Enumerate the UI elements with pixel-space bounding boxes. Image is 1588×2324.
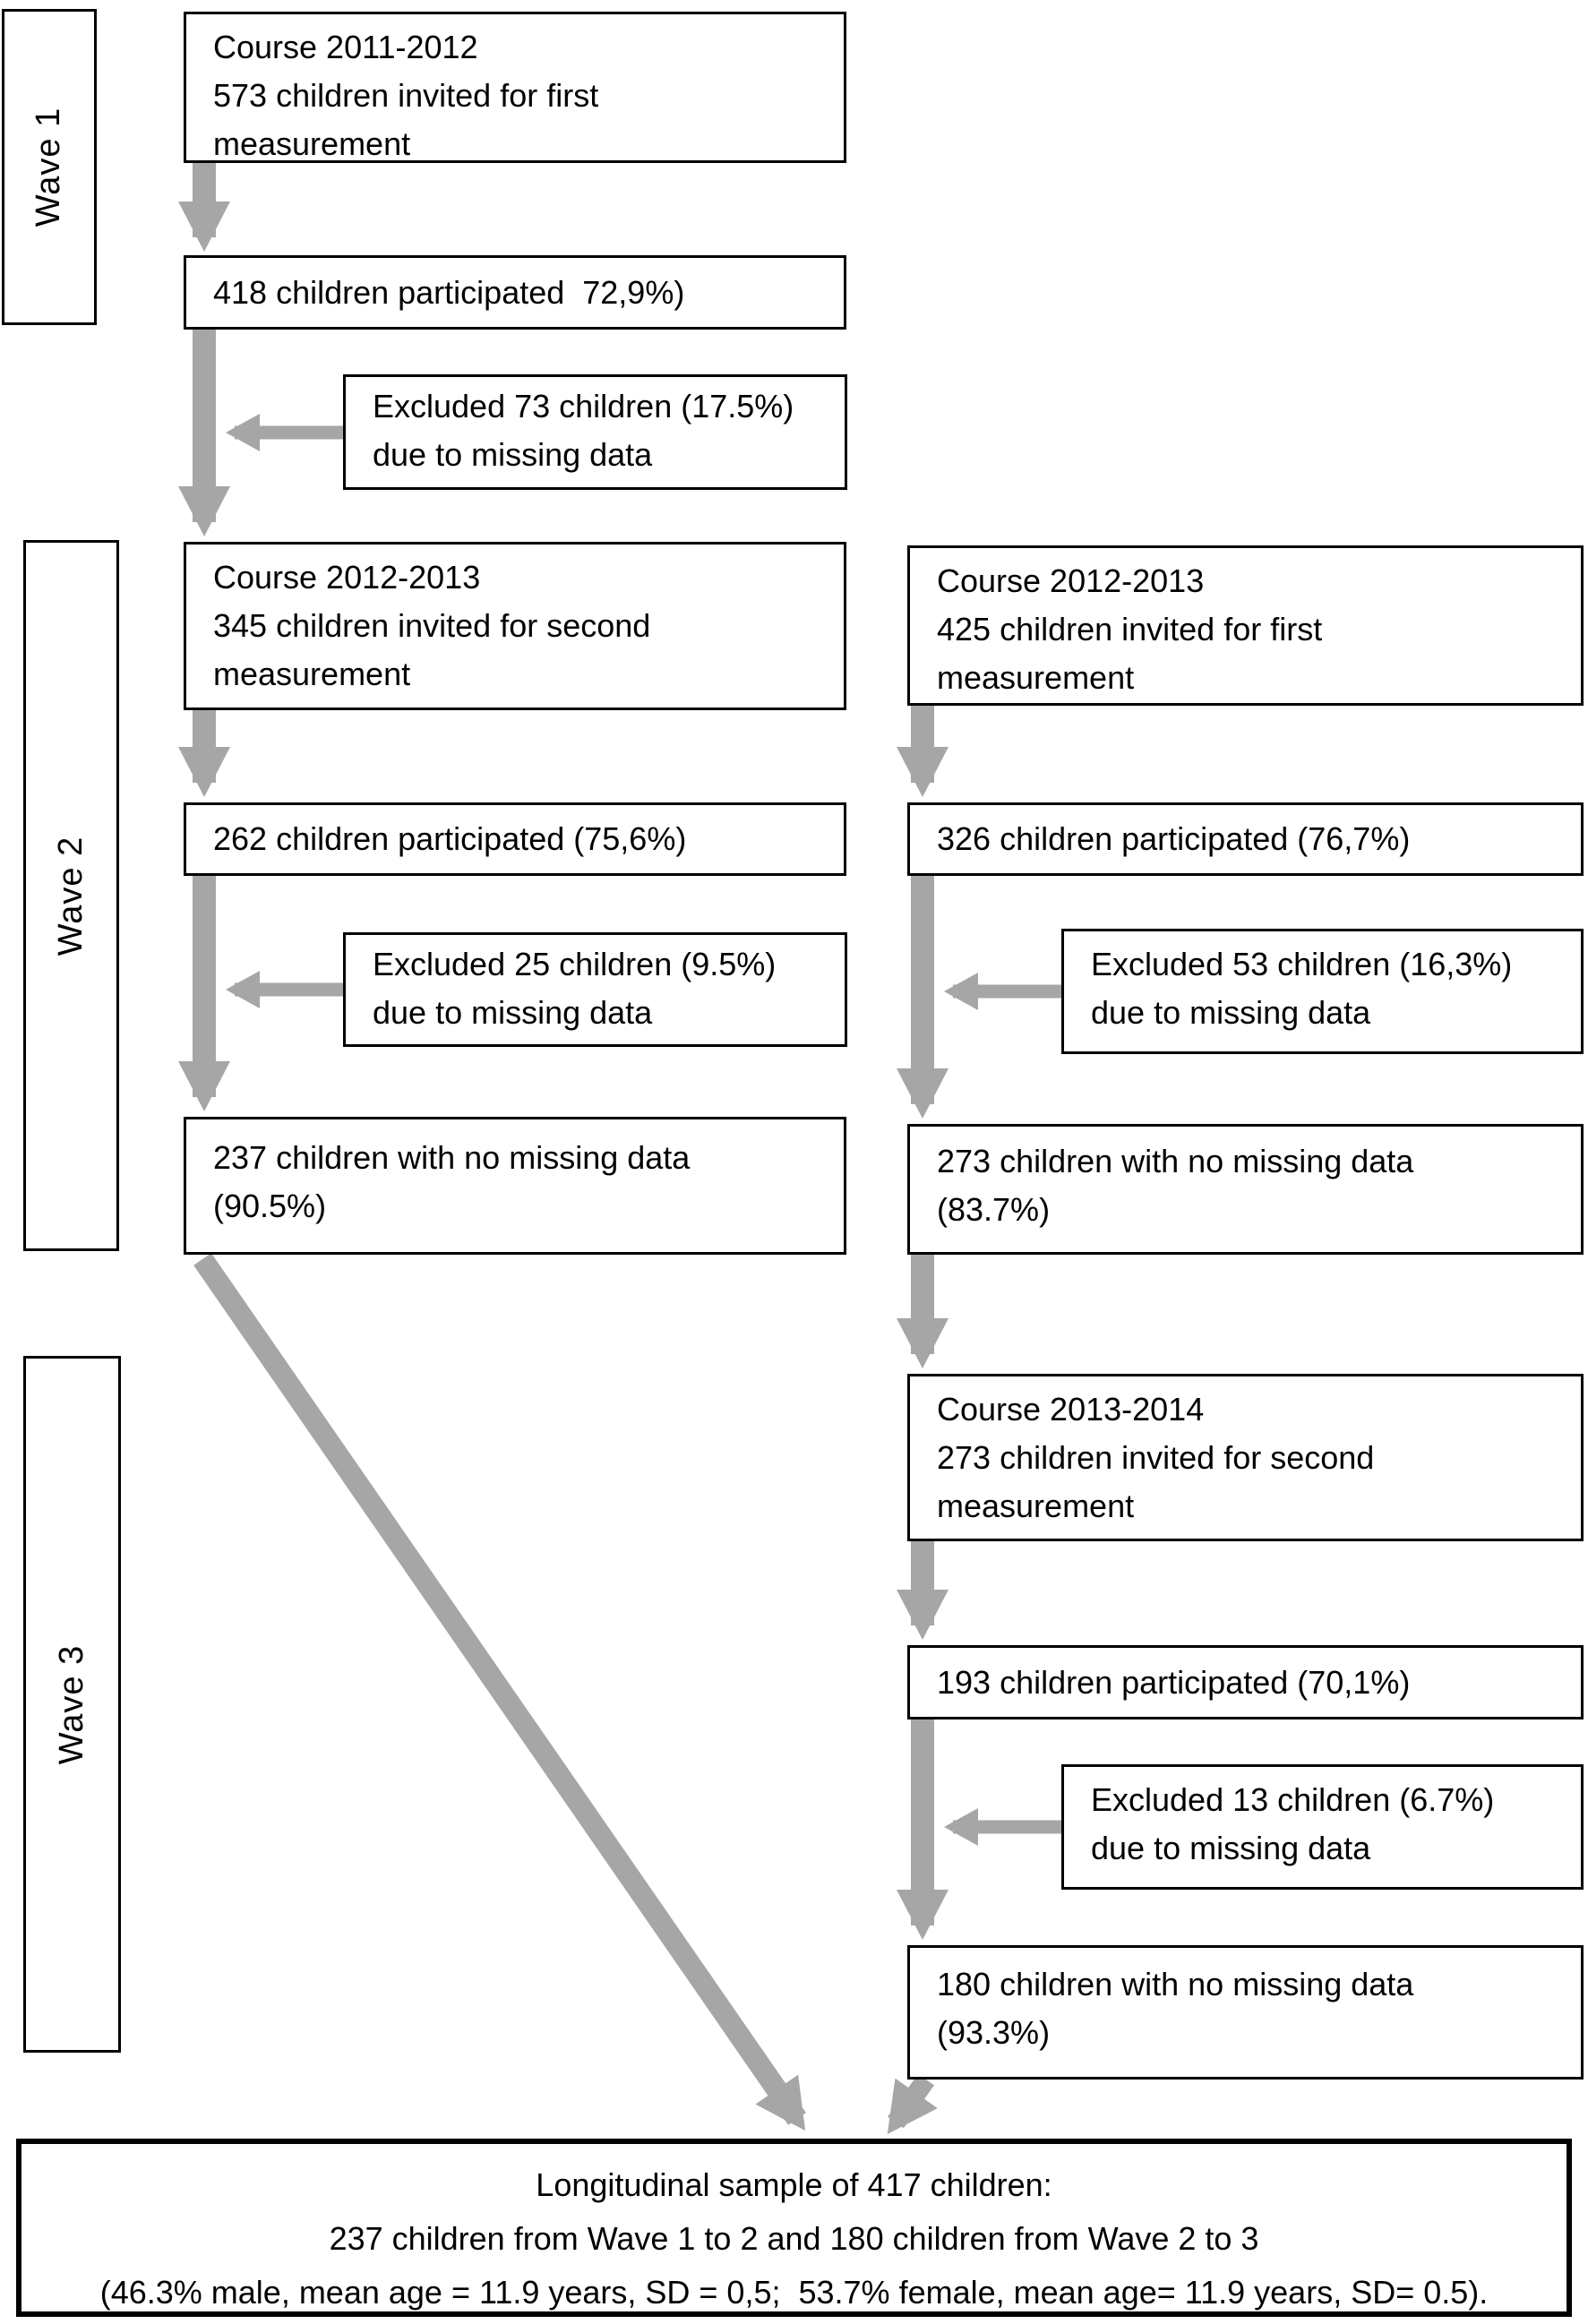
box-text: measurement: [937, 1488, 1135, 1524]
arrow-w3-complete-to-final: [887, 2073, 938, 2135]
box-text: Excluded 53 children (16,3%): [1091, 946, 1513, 982]
wave1-label: Wave 1: [30, 107, 68, 227]
box-w2-excluded-left: Excluded 25 children (9.5%) due to missi…: [343, 932, 847, 1047]
box-w3-excluded: Excluded 13 children (6.7%) due to missi…: [1061, 1764, 1584, 1890]
box-w2-excluded-right: Excluded 53 children (16,3%) due to miss…: [1061, 929, 1584, 1054]
final-sample-title: Longitudinal sample of 417 children:: [536, 2166, 1052, 2203]
box-final-sample: Longitudinal sample of 417 children: 237…: [16, 2139, 1572, 2317]
box-text: 180 children with no missing data: [937, 1966, 1414, 2002]
box-text: 262 children participated (75,6%): [213, 820, 687, 857]
wave2-label: Wave 2: [52, 836, 90, 956]
box-text: Excluded 13 children (6.7%): [1091, 1781, 1495, 1818]
box-text: due to missing data: [373, 436, 653, 473]
box-text: 425 children invited for first: [937, 611, 1323, 647]
box-text: 237 children with no missing data: [213, 1139, 691, 1176]
box-text: due to missing data: [1091, 994, 1371, 1031]
box-text: 273 children invited for second: [937, 1439, 1375, 1476]
box-text: (90.5%): [213, 1188, 327, 1224]
box-text: 573 children invited for first: [213, 77, 599, 114]
box-text: 193 children participated (70,1%): [937, 1663, 1411, 1701]
box-text: Course 2012-2013: [213, 559, 481, 596]
box-w2-invited-right: Course 2012-2013 425 children invited fo…: [907, 545, 1584, 706]
box-w2-invited-left: Course 2012-2013 345 children invited fo…: [184, 542, 846, 710]
box-text: measurement: [213, 125, 411, 162]
box-text: 345 children invited for second: [213, 607, 651, 644]
wave2-label-box: Wave 2: [23, 540, 119, 1251]
box-w2-participated-right: 326 children participated (76,7%): [907, 802, 1584, 876]
box-text: measurement: [213, 656, 411, 692]
box-w1-excluded: Excluded 73 children (17.5%) due to miss…: [343, 374, 847, 490]
box-text: 418 children participated 72,9%): [213, 273, 685, 311]
box-text: due to missing data: [373, 994, 653, 1031]
wave3-label: Wave 3: [53, 1644, 91, 1764]
box-w1-invited: Course 2011-2012 573 children invited fo…: [184, 12, 846, 163]
box-w2-participated-left: 262 children participated (75,6%): [184, 802, 846, 876]
box-text: (93.3%): [937, 2014, 1051, 2051]
box-text: Course 2013-2014: [937, 1391, 1205, 1428]
box-text: (83.7%): [937, 1191, 1051, 1228]
box-text: Excluded 73 children (17.5%): [373, 388, 794, 424]
wave1-label-box: Wave 1: [2, 9, 97, 325]
box-w3-invited: Course 2013-2014 273 children invited fo…: [907, 1374, 1584, 1541]
wave3-label-box: Wave 3: [23, 1356, 121, 2053]
box-text: 273 children with no missing data: [937, 1143, 1414, 1179]
box-w1-participated: 418 children participated 72,9%): [184, 255, 846, 330]
box-w3-complete: 180 children with no missing data (93.3%…: [907, 1945, 1584, 2080]
box-w2-complete-left: 237 children with no missing data (90.5%…: [184, 1117, 846, 1255]
box-text: measurement: [937, 659, 1135, 696]
arrow-diagonal-w2-complete-to-final: [193, 1253, 806, 2131]
box-w2-complete-right: 273 children with no missing data (83.7%…: [907, 1124, 1584, 1255]
final-sample-breakdown: 237 children from Wave 1 to 2 and 180 ch…: [329, 2220, 1259, 2257]
box-text: Excluded 25 children (9.5%): [373, 946, 777, 982]
box-text: 326 children participated (76,7%): [937, 820, 1411, 857]
box-w3-participated: 193 children participated (70,1%): [907, 1645, 1584, 1719]
final-sample-demographics: (46.3% male, mean age = 11.9 years, SD =…: [99, 2274, 1489, 2311]
box-text: due to missing data: [1091, 1830, 1371, 1866]
box-text: Course 2012-2013: [937, 562, 1205, 599]
box-text: Course 2011-2012: [213, 29, 478, 65]
